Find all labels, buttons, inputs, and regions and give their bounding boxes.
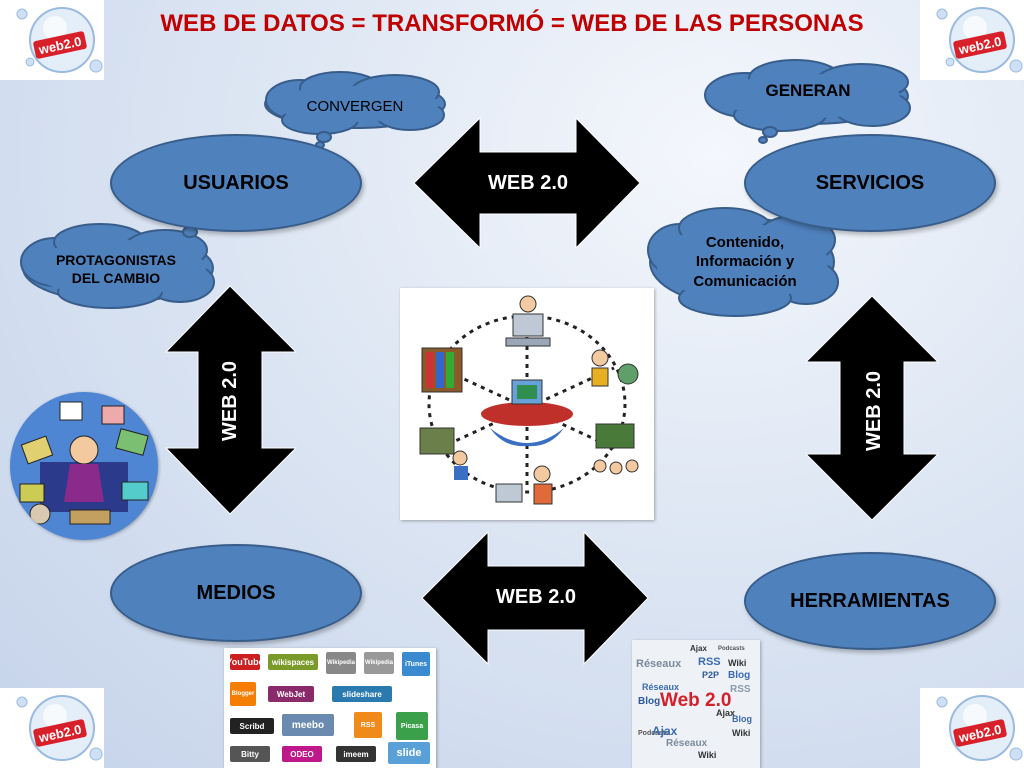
tag-word: Ajax (690, 644, 707, 653)
tag-word: Réseaux (642, 682, 680, 692)
node-usuarios: USUARIOS (110, 134, 362, 232)
cloud-label-generan: GENERAN (765, 80, 851, 100)
web20-logo-bottom-right: web2.0 (920, 688, 1024, 768)
tag-word: Wiki (698, 750, 717, 760)
network-illustration (400, 288, 654, 520)
logo-picasa: Picasa (396, 712, 428, 740)
logo-odeo: ODEO (282, 746, 322, 762)
tag-word: Ajax (716, 708, 736, 718)
people-circle-illustration (10, 392, 158, 540)
tag-word: Wiki (732, 728, 751, 738)
logo-bitty: Bitty (230, 746, 270, 762)
service-logos-collage: YouTube wikispaces Wikipedia Wikipedia i… (224, 648, 436, 768)
tag-word: Blog (638, 696, 661, 707)
arrow-label-right: WEB 2.0 (862, 370, 885, 452)
web20-logo-top-left: web2.0 (0, 0, 104, 80)
cloud-label-protagonistas: PROTAGONISTAS DEL CAMBIO (30, 244, 202, 294)
logo-wikispaces: wikispaces (268, 654, 318, 670)
arrow-label-left: WEB 2.0 (218, 360, 241, 442)
tag-word: Blog (728, 670, 751, 681)
tag-word: Podcasts (718, 646, 745, 652)
arrow-label-top: WEB 2.0 (487, 171, 569, 194)
tag-word: Réseaux (666, 738, 708, 749)
arrow-label-bottom: WEB 2.0 (495, 585, 577, 608)
logo-itunes: iTunes (402, 652, 430, 676)
arrow-left (164, 285, 298, 515)
tag-word: Ajax (652, 724, 678, 738)
logo-wikipedia-1: Wikipedia (326, 652, 356, 674)
web20-logo-top-right: web2.0 (920, 0, 1024, 80)
cloud-label-contenido-line2: Información y (695, 253, 795, 271)
logo-slideshare: slideshare (332, 686, 392, 702)
cloud-label-contenido-line3: Comunicación (693, 272, 797, 290)
tag-word: RSS (730, 684, 751, 695)
page-title: WEB DE DATOS = TRANSFORMÓ = WEB DE LAS P… (160, 10, 864, 37)
tag-word: Wiki (728, 658, 747, 668)
logo-webjet: WebJet (268, 686, 314, 702)
arrow-right (804, 295, 940, 521)
node-medios: MEDIOS (110, 544, 362, 642)
logo-wikipedia-2: Wikipedia (364, 652, 394, 674)
node-herramientas: HERRAMIENTAS (744, 552, 996, 650)
arrow-bottom (421, 530, 649, 666)
cloud-label-contenido-line1: Contenido, (705, 233, 785, 251)
logo-scribd: Scribd (230, 718, 274, 734)
logo-blogger: Blogger (230, 682, 256, 706)
cloud-label-protagonistas-line2: DEL CAMBIO (71, 270, 161, 286)
logo-youtube: YouTube (226, 654, 264, 670)
tag-word: Podcasts (638, 730, 670, 737)
node-servicios: SERVICIOS (744, 134, 996, 232)
tag-cloud-main: Web 2.0 (660, 690, 732, 711)
tag-word: Blog (732, 714, 752, 724)
logo-imeem: imeem (336, 746, 376, 762)
tag-word: RSS (698, 656, 721, 668)
cloud-label-protagonistas-line1: PROTAGONISTAS (55, 251, 177, 268)
logo-slide: slide (388, 742, 430, 764)
web20-logo-bottom-left: web2.0 (0, 688, 104, 768)
cloud-label-contenido: Contenido, Información y Comunicación (660, 224, 830, 300)
logo-meebo: meebo (282, 714, 334, 736)
web20-tag-cloud: Ajax Podcasts Réseaux RSS Wiki P2P Blog … (632, 640, 760, 768)
cloud-label-convergen: CONVERGEN (306, 97, 404, 115)
tag-word: Réseaux (636, 658, 682, 670)
logo-rss: RSS (354, 712, 382, 738)
tag-word: P2P (702, 670, 720, 680)
arrow-top (413, 116, 641, 250)
